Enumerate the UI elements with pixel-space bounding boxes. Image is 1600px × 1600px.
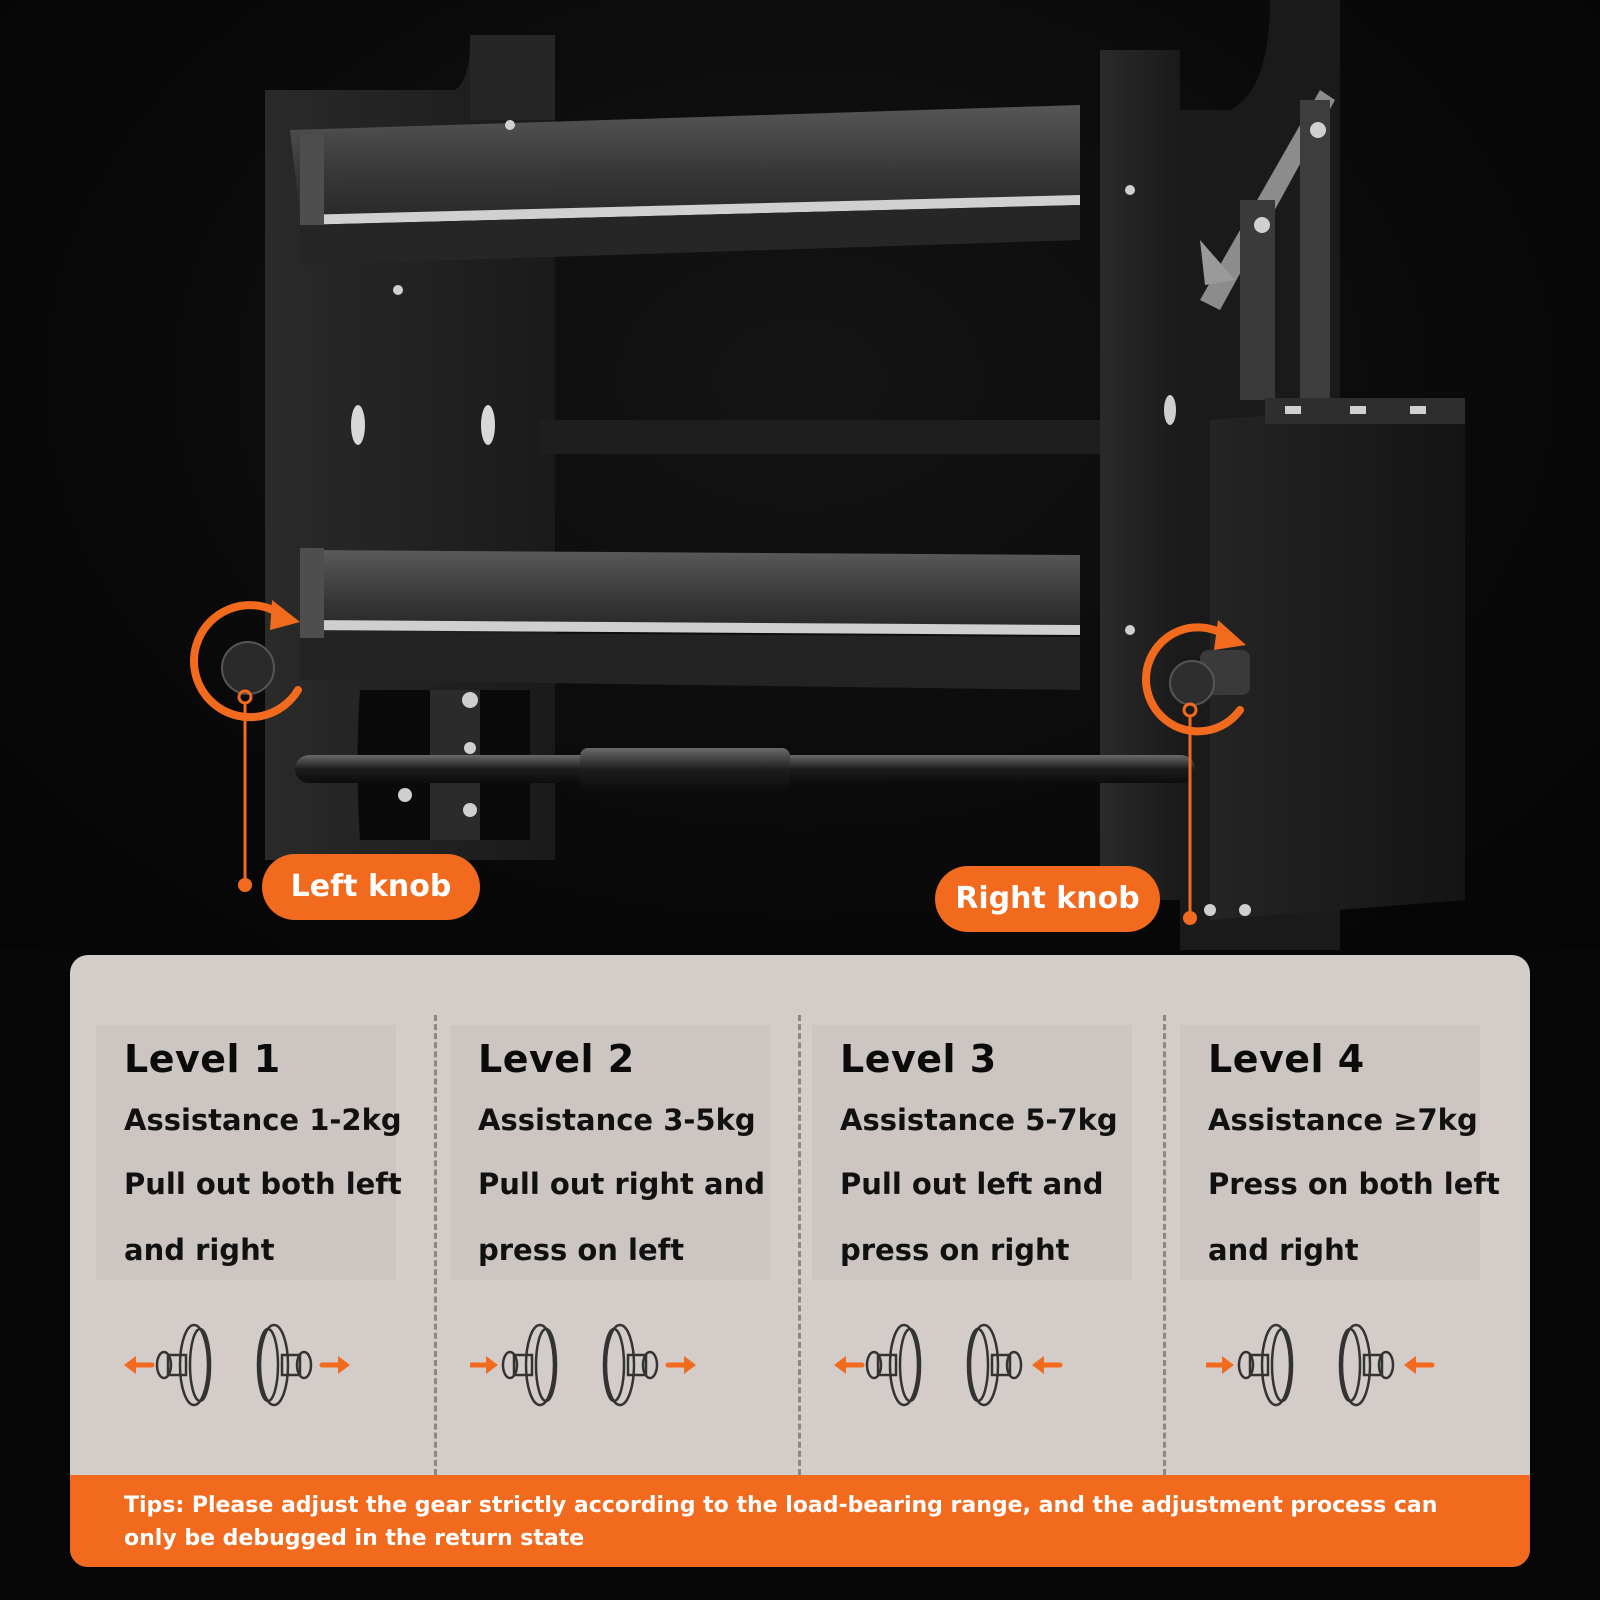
arrow-right-icon — [470, 1356, 498, 1374]
level-instruction-line1: Pull out right and — [478, 1167, 765, 1201]
knob-icon — [501, 1323, 558, 1407]
arrow-left-icon — [834, 1356, 865, 1374]
level-instruction-line2: press on right — [840, 1233, 1070, 1267]
arrow-left-icon — [1032, 1356, 1063, 1374]
left-knob — [221, 641, 275, 695]
level-4-column: Level 4 Assistance ≥7kg Press on both le… — [1180, 955, 1520, 1475]
knob-icon — [1237, 1323, 1294, 1407]
level-instruction-line2: and right — [1208, 1233, 1359, 1267]
right-knob-indicator — [1142, 620, 1250, 925]
level-assistance: Assistance 5-7kg — [840, 1103, 1118, 1137]
column-divider — [1163, 1015, 1166, 1475]
right-side-panel — [1100, 50, 1180, 900]
tips-banner: Tips: Please adjust the gear strictly ac… — [70, 1475, 1530, 1567]
top-shelf-glass — [290, 105, 1080, 215]
spring-housing — [1210, 400, 1465, 920]
level-instructions-panel: Level 1 Assistance 1-2kg Pull out both l… — [70, 955, 1530, 1567]
column-divider — [434, 1015, 437, 1475]
level-instruction-line2: and right — [124, 1233, 275, 1267]
bottom-shelf-rail — [300, 632, 1080, 690]
level-title: Level 3 — [840, 1037, 997, 1081]
level-instruction-line1: Press on both left — [1208, 1167, 1500, 1201]
right-knob — [1169, 660, 1215, 706]
level-assistance: Assistance 3-5kg — [478, 1103, 756, 1137]
level-instruction-line2: press on left — [478, 1233, 685, 1267]
knob-icon — [1338, 1323, 1395, 1407]
top-shelf-rail — [300, 205, 1080, 265]
level-3-column: Level 3 Assistance 5-7kg Pull out left a… — [812, 955, 1152, 1475]
product-photo: Left knob Right knob — [0, 0, 1600, 950]
knob-diagram-pull-press — [834, 1323, 1063, 1407]
bottom-shelf-glass — [300, 550, 1080, 625]
knob-diagram-press-pull — [470, 1323, 696, 1407]
middle-crossbar — [540, 420, 1100, 454]
knob-icon — [602, 1323, 659, 1407]
arrow-right-icon — [1206, 1356, 1234, 1374]
level-1-column: Level 1 Assistance 1-2kg Pull out both l… — [96, 955, 436, 1475]
knob-diagram-press-press — [1206, 1323, 1435, 1407]
knob-icon — [256, 1323, 313, 1407]
level-assistance: Assistance ≥7kg — [1208, 1103, 1478, 1137]
left-knob-indicator — [190, 600, 302, 892]
arrow-right-icon — [319, 1356, 350, 1374]
knob-icon — [155, 1323, 212, 1407]
level-instruction-line1: Pull out both left — [124, 1167, 402, 1201]
arrow-left-icon — [1404, 1356, 1435, 1374]
knob-diagram-pull-pull — [124, 1323, 350, 1407]
left-knob-label: Left knob — [262, 854, 480, 920]
handle-grip — [580, 748, 790, 792]
level-assistance: Assistance 1-2kg — [124, 1103, 402, 1137]
knob-icon — [865, 1323, 922, 1407]
knob-icon — [966, 1323, 1023, 1407]
arrow-right-icon — [665, 1356, 696, 1374]
arrow-left-icon — [124, 1356, 155, 1374]
level-title: Level 1 — [124, 1037, 281, 1081]
column-divider — [798, 1015, 801, 1475]
right-knob-label: Right knob — [935, 866, 1160, 932]
pull-down-basket-illustration — [190, 0, 1465, 950]
level-2-column: Level 2 Assistance 3-5kg Pull out right … — [450, 955, 790, 1475]
level-instruction-line1: Pull out left and — [840, 1167, 1104, 1201]
level-title: Level 2 — [478, 1037, 635, 1081]
level-title: Level 4 — [1208, 1037, 1365, 1081]
